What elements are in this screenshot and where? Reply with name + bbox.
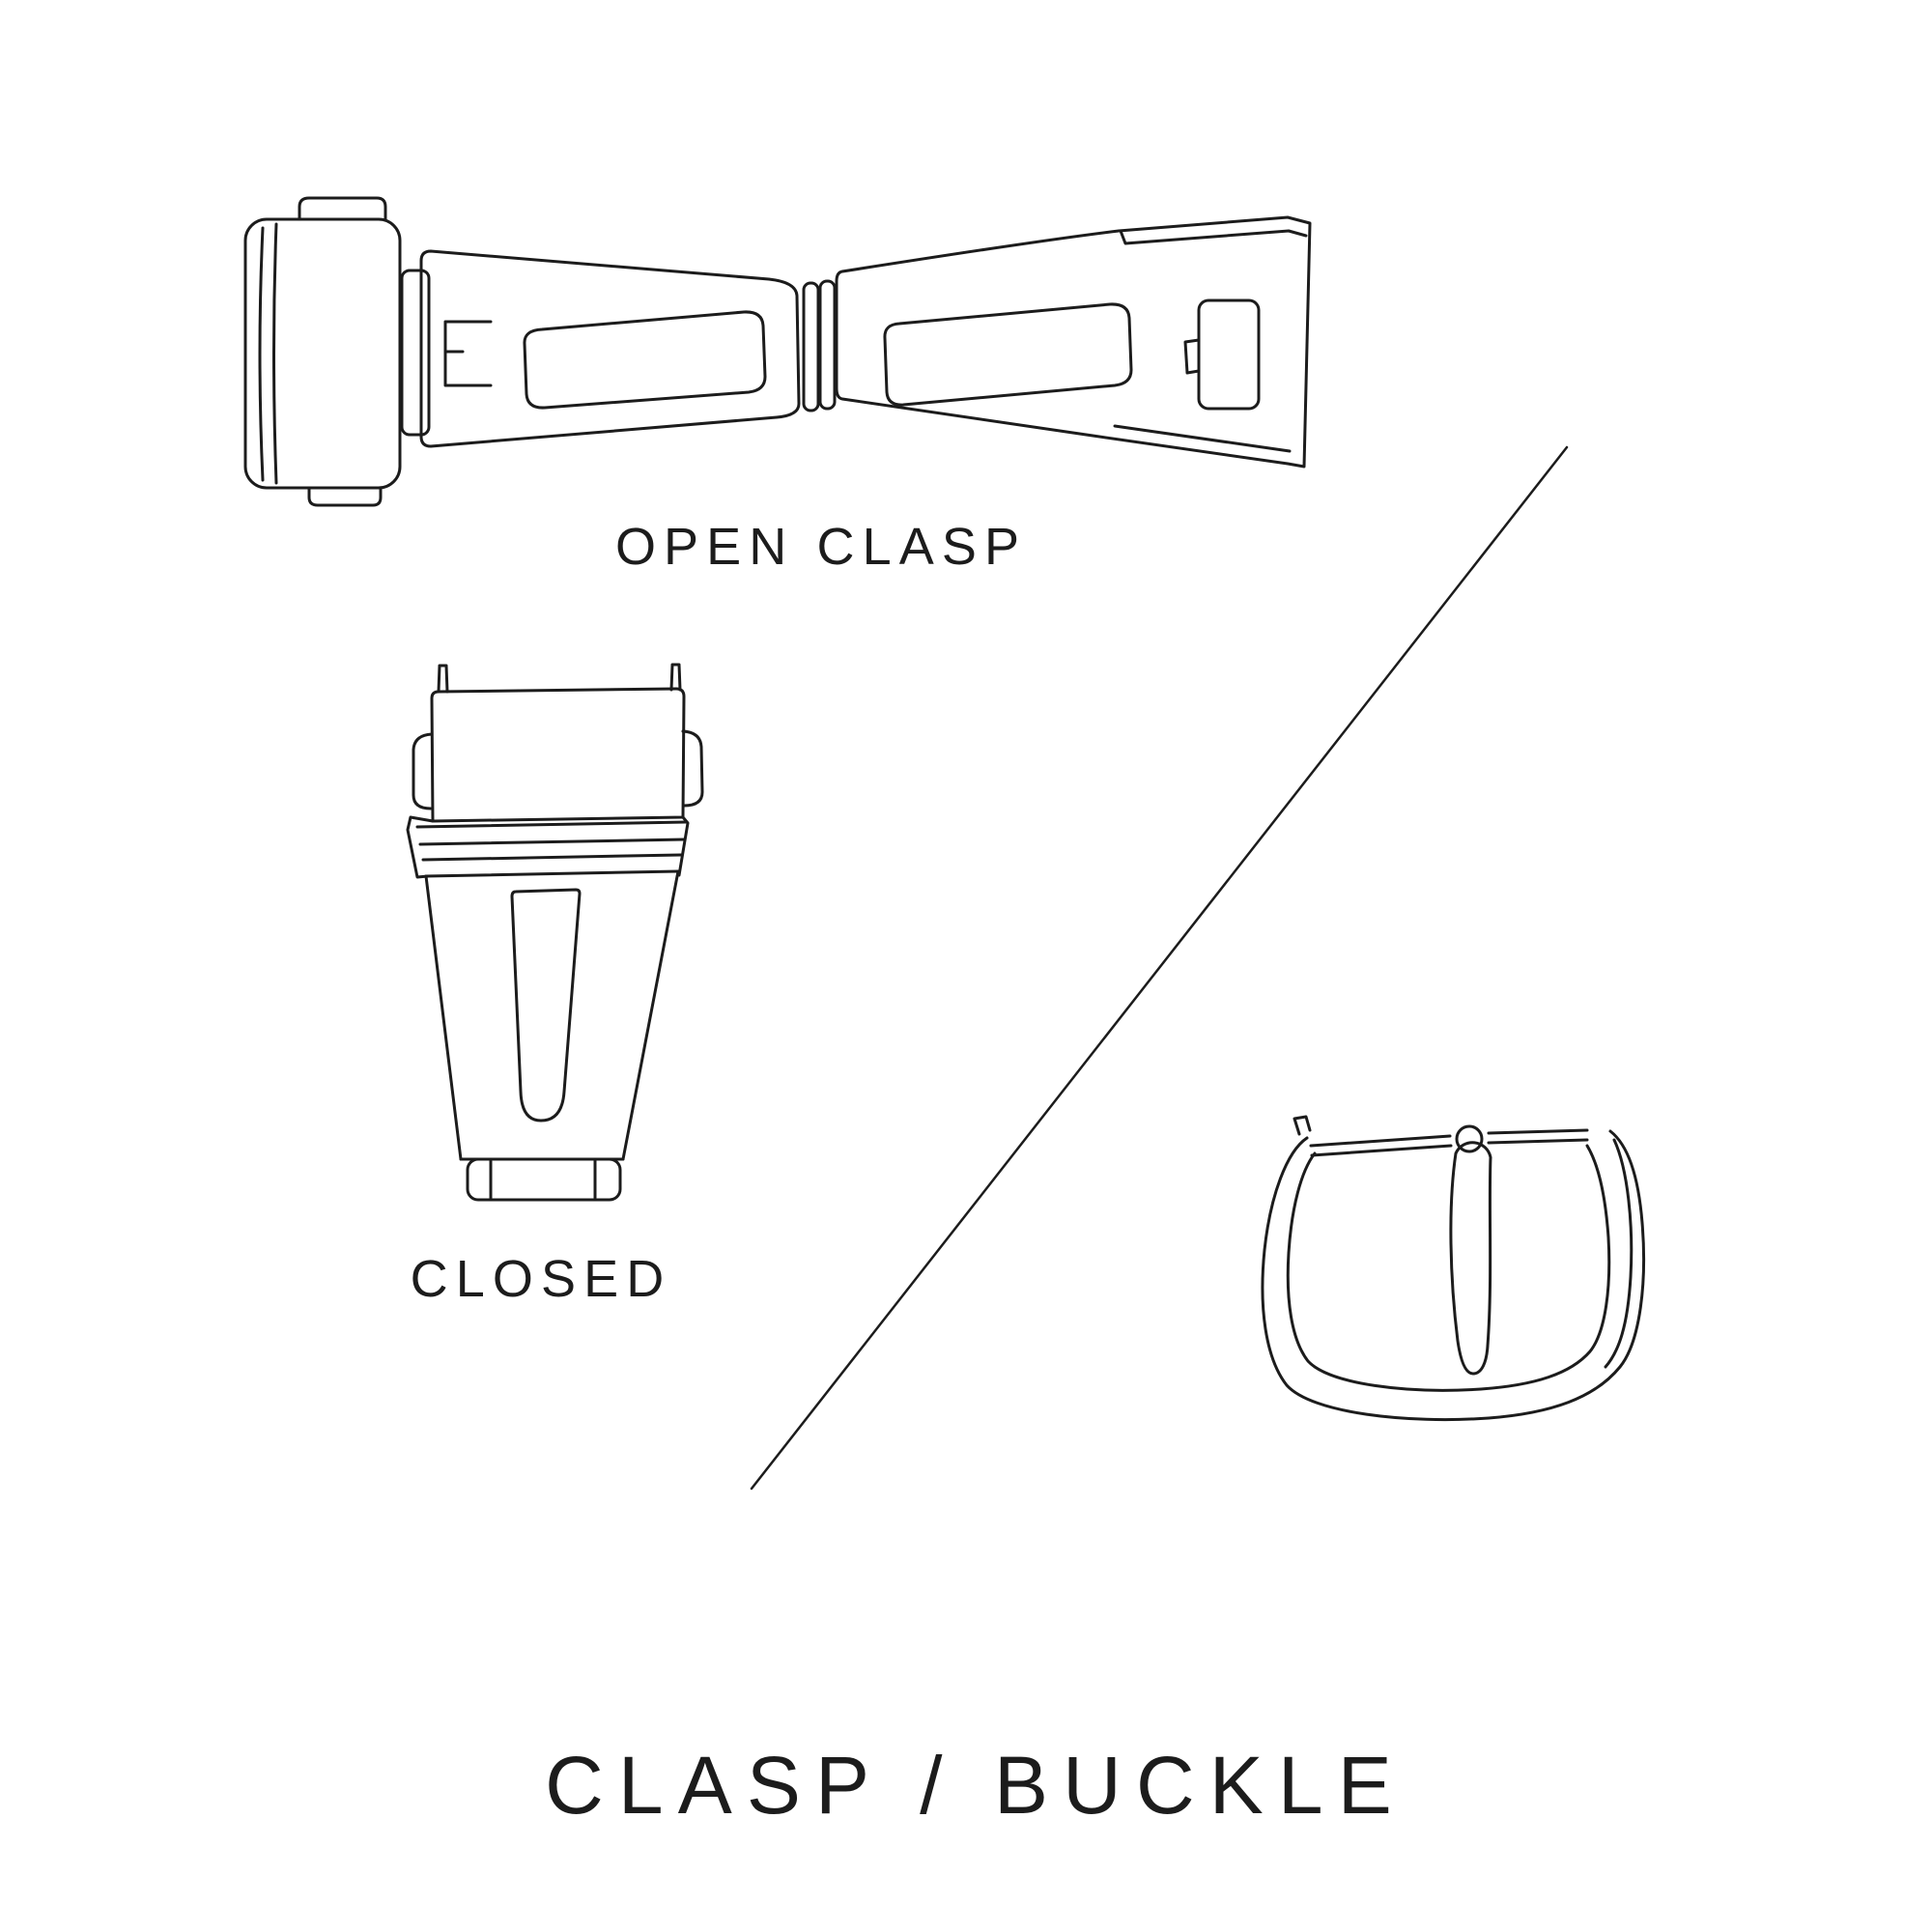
closed-clasp-cover xyxy=(412,687,704,823)
buckle-pin-bar xyxy=(1293,1115,1589,1157)
page-title: CLASP / BUCKLE xyxy=(545,1740,1406,1831)
closed-clasp-bands xyxy=(406,815,690,879)
closed-clasp-prongs xyxy=(437,663,682,694)
closed-clasp-illustration xyxy=(406,663,704,1202)
closed-clasp-label: CLOSED xyxy=(410,1250,672,1308)
closed-clasp-body xyxy=(424,869,680,1202)
divider-line xyxy=(750,445,1569,1491)
buckle-frame xyxy=(1261,1129,1646,1422)
open-clasp-hinge xyxy=(802,279,837,412)
open-clasp-end-link xyxy=(243,196,431,507)
buckle-illustration xyxy=(1261,1115,1646,1422)
open-clasp-right-arm xyxy=(835,215,1312,469)
open-clasp-label: OPEN CLASP xyxy=(614,518,1028,576)
open-clasp-left-arm xyxy=(419,249,801,448)
buckle-tongue xyxy=(1449,1141,1492,1376)
open-clasp-illustration xyxy=(243,196,1312,507)
